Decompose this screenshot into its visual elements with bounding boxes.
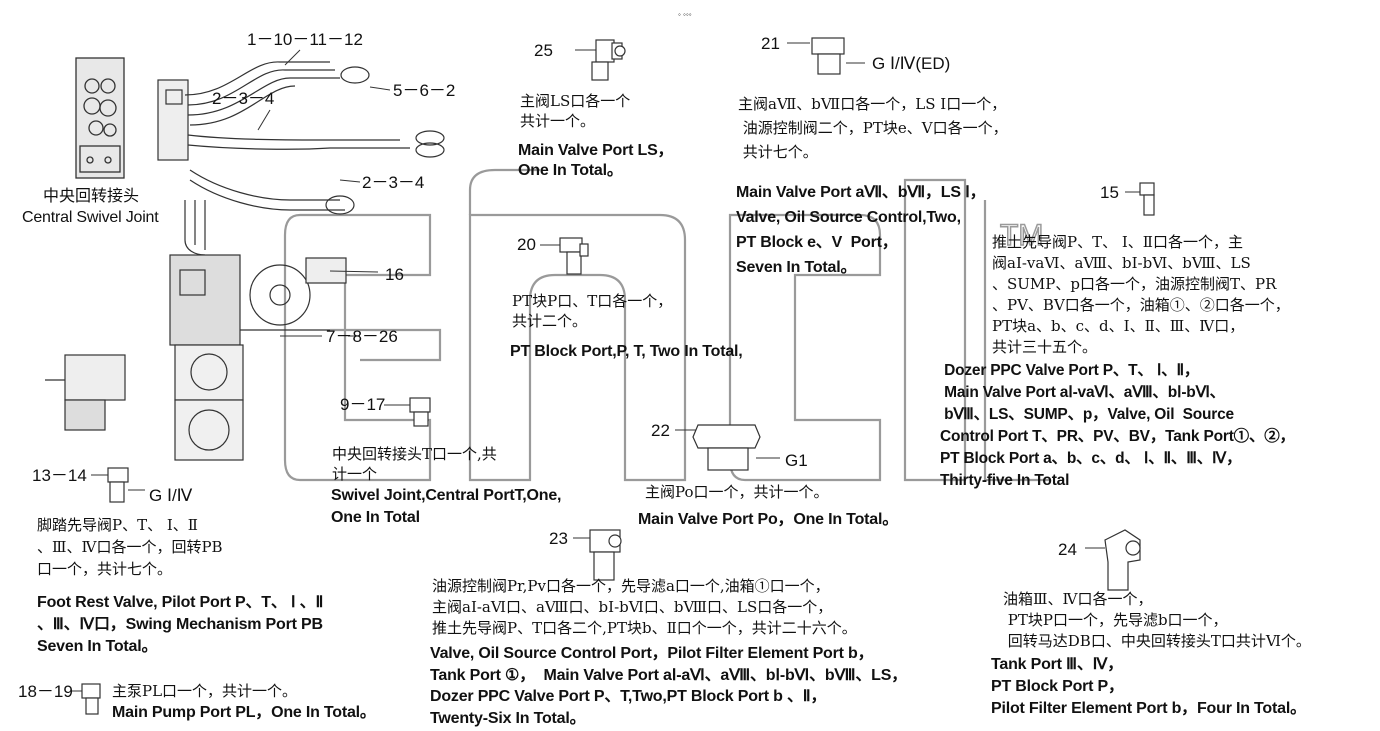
fitting-15-icon bbox=[1139, 182, 1155, 216]
label-24: 24 bbox=[1058, 540, 1077, 559]
label-2-3-4-top: 2－3－4 bbox=[212, 89, 275, 108]
note-21-en: Main Valve Port aⅦ、bⅦ，LS Ⅰ， Valve, Oil S… bbox=[736, 184, 986, 276]
note-22-cn: 主阀Po口一个，共计一个。 bbox=[645, 483, 829, 501]
swivel-joint-en: Central Swivel Joint bbox=[22, 209, 159, 226]
hose-assembly-drawing bbox=[45, 61, 445, 461]
fitting-g-i-iv-ed-label: G Ⅰ/Ⅳ(ED) bbox=[872, 54, 951, 73]
note-24-en: Tank Port Ⅲ、Ⅳ， PT Block Port P， Pilot Fi… bbox=[991, 656, 1306, 717]
label-22: 22 bbox=[651, 421, 670, 440]
label-5-6-2: 5－6－2 bbox=[393, 81, 456, 100]
fitting-g-i-iv-label: G Ⅰ/Ⅳ bbox=[149, 486, 193, 505]
watermark-logo bbox=[283, 168, 1050, 482]
label-23: 23 bbox=[549, 529, 568, 548]
note-24-cn: 油箱Ⅲ、Ⅳ口各一个， PT块P口一个，先导滤b口一个， 回转马达DB口、中央回转… bbox=[1003, 590, 1311, 650]
label-25: 25 bbox=[534, 41, 553, 60]
note-21-cn: 主阀aⅦ、bⅦ口各一个，LS Ⅰ口一个， 油源控制阀二个，PT块e、V口各一个，… bbox=[738, 95, 1008, 161]
note-15-en: Dozer PPC Valve Port P、T、 Ⅰ、Ⅱ， Main Valv… bbox=[940, 362, 1295, 489]
note-25-cn: 主阀LS口各一个 共计一个。 bbox=[520, 92, 631, 130]
label-2-3-4-mid: 2－3－4 bbox=[362, 173, 425, 192]
label-13-14: 13－14 bbox=[32, 466, 87, 485]
fitting-g1-label: G1 bbox=[785, 451, 808, 470]
watermark-tm: TM bbox=[1000, 219, 1043, 252]
note-25-en: Main Valve Port LS， One In Total。 bbox=[518, 142, 674, 179]
fitting-23-icon bbox=[589, 529, 622, 581]
note-18-19-cn: 主泵PL口一个，共计一个。 bbox=[112, 682, 298, 700]
label-18-19: 18－19 bbox=[18, 682, 73, 701]
fitting-icons bbox=[81, 37, 1155, 715]
note-22-en: Main Valve Port Po，One In Total。 bbox=[638, 511, 899, 528]
note-18-19-en: Main Pump Port PL，One In Total。 bbox=[112, 704, 376, 721]
fitting-18-19-icon bbox=[81, 683, 101, 715]
label-21: 21 bbox=[761, 34, 780, 53]
note-9-17-en: Swivel Joint,Central PortT,One, One In T… bbox=[331, 487, 562, 526]
fitting-22-icon bbox=[692, 424, 761, 471]
swivel-joint-cn: 中央回转接头 bbox=[43, 186, 140, 205]
label-16: 16 bbox=[385, 265, 404, 284]
note-23-en: Valve, Oil Source Control Port，Pilot Fil… bbox=[430, 645, 908, 727]
note-20-cn: PT块P口、T口各一个， 共计二个。 bbox=[512, 292, 673, 330]
note-13-14-en: Foot Rest Valve, Pilot Port P、T、 Ⅰ 、Ⅱ 、Ⅲ… bbox=[37, 594, 324, 655]
note-23-cn: 油源控制阀Pr,Pv口各一个，先导滤a口一个,油箱①口一个， 主阀aⅠ-aⅥ口、… bbox=[432, 577, 857, 637]
label-9-17: 9－17 bbox=[340, 395, 386, 414]
note-9-17-cn: 中央回转接头T口一个,共 计一个 bbox=[332, 445, 497, 483]
leader-lines bbox=[72, 42, 1142, 692]
note-13-14-cn: 脚踏先导阀P、T、 Ⅰ、Ⅱ 、Ⅲ、Ⅳ口各一个，回转PB 口一个，共计七个。 bbox=[37, 516, 223, 578]
swivel-joint-drawing bbox=[75, 57, 125, 179]
fitting-25-icon bbox=[591, 39, 626, 81]
fitting-9-17-icon bbox=[409, 397, 431, 427]
fitting-13-14-icon bbox=[107, 467, 129, 503]
label-15: 15 bbox=[1100, 183, 1119, 202]
top-mark: ◦ ◦◦◦ bbox=[678, 10, 692, 19]
label-7-8-26: 7－8－26 bbox=[326, 327, 398, 346]
note-20-en: PT Block Port,P, T, Two In Total, bbox=[510, 343, 743, 360]
fitting-24-icon bbox=[1104, 529, 1141, 591]
label-1-10-11-12: 1－10－11－12 bbox=[247, 30, 363, 49]
fitting-20-icon bbox=[559, 237, 589, 275]
fitting-21-icon bbox=[811, 37, 845, 75]
note-15-cn: 推土先导阀P、T、 Ⅰ、Ⅱ口各一个，主 阀aⅠ-vaⅥ、aⅧ、bⅠ-bⅥ、bⅧ、… bbox=[992, 233, 1290, 356]
label-20: 20 bbox=[517, 235, 536, 254]
